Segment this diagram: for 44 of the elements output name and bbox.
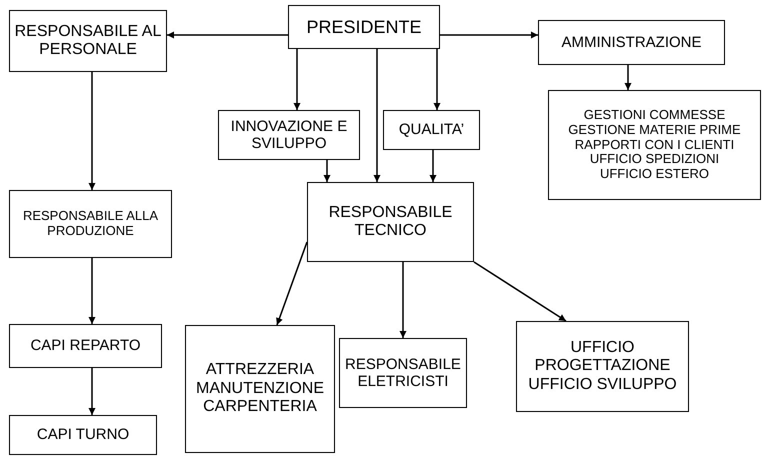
arrow: [88, 368, 96, 415]
role-label: UFFICIO PROGETTAZIONE UFFICIO SVILUPPO: [527, 338, 678, 394]
role-label: CAPI TURNO: [36, 426, 130, 444]
org-box: [9, 190, 172, 258]
org-box: [288, 5, 440, 49]
role-label: RESPONSABILE ELETRICISTI: [344, 356, 462, 390]
role-label: GESTIONE MATERIE PRIME: [568, 122, 741, 138]
org-box: [9, 415, 157, 455]
role-label: RESPONSABILE TECNICO: [328, 204, 454, 240]
role-label: INNOVAZIONE E SVILUPPO: [230, 118, 348, 152]
arrow: [474, 261, 566, 322]
arrow: [430, 150, 436, 182]
org-box: [538, 20, 725, 65]
role-label: UFFICIO ESTERO: [600, 167, 710, 182]
arrow: [167, 32, 288, 38]
arrow: [440, 32, 538, 38]
role-label: QUALITA’: [398, 121, 464, 139]
arrow: [324, 160, 330, 182]
arrow: [400, 262, 406, 338]
org-box: [9, 324, 162, 368]
role-label: AMMINISTRAZIONE: [561, 34, 702, 52]
org-box: [548, 90, 761, 200]
arrow: [276, 242, 308, 326]
arrow: [88, 258, 96, 324]
arrow: [434, 49, 440, 110]
org-box: [218, 110, 360, 160]
role-label: GESTIONI COMMESSE: [584, 108, 726, 123]
org-box: [307, 182, 474, 262]
role-label: RESPONSABILE ALLA PRODUZIONE: [22, 209, 160, 239]
org-box: [516, 321, 689, 412]
arrow: [294, 49, 300, 110]
role-label: PRESIDENTE: [306, 16, 422, 38]
role-label: RESPONSABILE AL PERSONALE: [14, 22, 162, 60]
arrow: [88, 72, 96, 190]
org-box: [9, 10, 167, 72]
role-label: CAPI REPARTO: [30, 337, 141, 355]
role-label: RAPPORTI CON I CLIENTI: [574, 138, 734, 152]
org-box: [185, 325, 335, 453]
org-box: [339, 338, 467, 408]
arrow: [374, 49, 380, 182]
arrow: [624, 65, 632, 90]
role-label: ATTREZZERIA MANUTENZIONE CARPENTERIA: [195, 361, 325, 417]
role-label: UFFICIO SPEDIZIONI: [590, 152, 720, 168]
org-box: [383, 110, 480, 150]
